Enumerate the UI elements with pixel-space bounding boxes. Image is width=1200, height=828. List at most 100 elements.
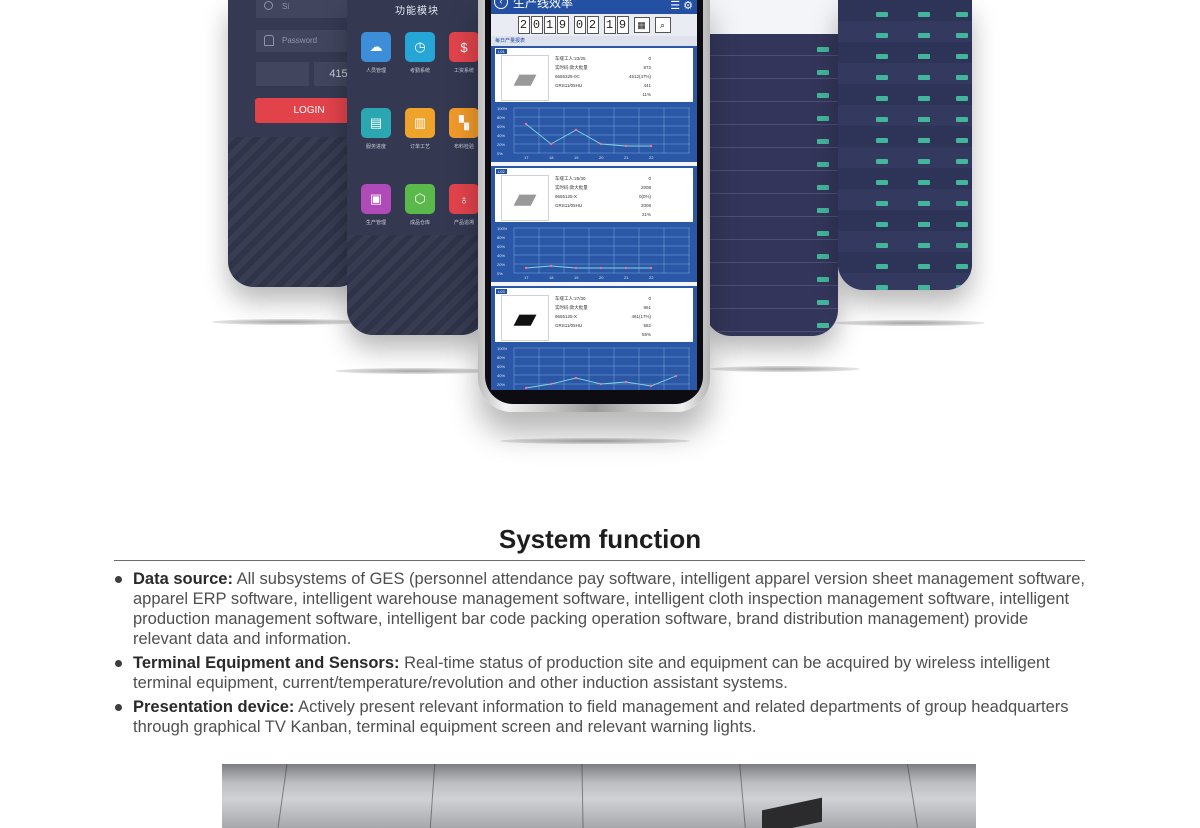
y-tick-label: 100%	[497, 226, 508, 231]
table-row[interactable]	[705, 57, 838, 79]
function-tile-label: 布料检验	[453, 144, 474, 150]
status-badge	[876, 12, 888, 17]
kanban-screen	[762, 797, 822, 828]
screen-header: ‹ 生产线效率 ☰ ⚙	[491, 0, 697, 14]
menu-icon[interactable]: ☰ ⚙	[670, 0, 693, 12]
function-tile[interactable]: ▤	[361, 108, 391, 138]
table-row[interactable]	[838, 189, 972, 211]
status-badge	[876, 222, 888, 227]
function-tile[interactable]: ▥	[405, 108, 435, 138]
date-digit: 2	[517, 16, 530, 34]
table-row[interactable]	[705, 287, 838, 309]
device-shadow	[212, 319, 362, 325]
line-tag: L03	[496, 289, 507, 294]
status-badge	[817, 93, 829, 98]
calendar-icon[interactable]: ▦	[633, 17, 650, 33]
table-row[interactable]	[705, 103, 838, 125]
status-badge	[918, 159, 930, 164]
function-tile[interactable]: ⬡	[405, 184, 435, 214]
x-tick-label: 17	[524, 275, 529, 280]
table-row[interactable]	[838, 42, 972, 64]
search-icon[interactable]: ⌕	[654, 17, 671, 33]
shirt-icon: ♁	[459, 191, 469, 207]
table-row[interactable]	[838, 273, 972, 290]
table-row[interactable]	[838, 0, 972, 22]
cloud-icon: ☁	[369, 39, 383, 54]
device-shadow	[710, 366, 860, 372]
date-digit: 1	[543, 16, 556, 34]
function-tile-label: 人员管理	[365, 68, 386, 74]
captcha-input[interactable]	[256, 62, 309, 86]
line-field: 实时码:款大批量	[555, 185, 588, 190]
password-field[interactable]: Password	[256, 30, 358, 52]
y-tick-label: 60%	[497, 124, 505, 129]
function-tile[interactable]: ▣	[361, 184, 391, 214]
status-badge	[817, 231, 829, 236]
line-field	[555, 210, 621, 219]
table-row[interactable]	[705, 264, 838, 286]
y-tick-label: 0%	[497, 151, 503, 156]
function-tile[interactable]: ▚	[449, 108, 479, 138]
back-icon[interactable]: ‹	[494, 0, 508, 9]
table-row[interactable]	[838, 63, 972, 85]
function-tile[interactable]: ♁	[449, 184, 479, 214]
username-field[interactable]: Si	[256, 0, 358, 18]
line-value: 872	[643, 65, 651, 70]
status-badge	[876, 138, 888, 143]
table-row[interactable]	[838, 252, 972, 274]
list-item: Data source: All subsystems of GES (pers…	[114, 569, 1090, 649]
date-selector[interactable]: 2 0 1 9 0 2 1 9 ▦ ⌕	[491, 14, 697, 36]
keyboard-texture	[228, 137, 363, 287]
function-tile-label: 成品仓库	[409, 220, 430, 226]
line-value: 4512(47%)	[628, 74, 651, 79]
status-badge	[876, 117, 888, 122]
table-row[interactable]	[838, 147, 972, 169]
status-badge	[876, 33, 888, 38]
table-row[interactable]	[838, 231, 972, 253]
y-tick-label: 20%	[497, 262, 505, 267]
login-button[interactable]: LOGIN	[255, 98, 363, 123]
table-row[interactable]	[705, 149, 838, 171]
status-badge	[817, 162, 829, 167]
table-row[interactable]	[838, 21, 972, 43]
line-value: 2008	[640, 185, 651, 190]
table-row[interactable]	[705, 172, 838, 194]
table-row[interactable]	[705, 34, 838, 56]
trend-point	[549, 142, 553, 146]
table-row[interactable]	[705, 195, 838, 217]
factory-photo	[222, 764, 976, 828]
table-row[interactable]	[705, 80, 838, 102]
table-row[interactable]	[838, 84, 972, 106]
line-value: 441	[643, 83, 651, 88]
function-tile[interactable]: ◷	[405, 32, 435, 62]
table-row[interactable]	[838, 105, 972, 127]
line-value: 461(17%)	[631, 314, 651, 319]
trend-point	[599, 266, 603, 270]
date-digit: 2	[586, 16, 599, 34]
list-item: Presentation device: Actively present re…	[114, 697, 1090, 737]
table-row[interactable]	[705, 241, 838, 263]
trend-point	[649, 266, 653, 270]
table-row[interactable]	[705, 126, 838, 148]
date-digit: 9	[556, 16, 569, 34]
trend-point	[624, 144, 628, 148]
table-row[interactable]	[838, 168, 972, 190]
bullet-text: Actively present relevant information to…	[133, 698, 1069, 736]
function-tile[interactable]: $	[449, 32, 479, 62]
status-badge	[918, 75, 930, 80]
y-tick-label: 60%	[497, 364, 505, 369]
efficiency-screen: ‹ 生产线效率 ☰ ⚙ 2 0 1 9 0 2 1 9 ▦ ⌕	[491, 0, 697, 390]
box-icon: ⬡	[414, 191, 426, 206]
table-row[interactable]	[705, 218, 838, 240]
table-row[interactable]	[838, 210, 972, 232]
table-row[interactable]	[705, 310, 838, 332]
table-row[interactable]	[838, 126, 972, 148]
line-field: GRS11/05HU	[555, 323, 583, 328]
function-tile[interactable]: ☁	[361, 32, 391, 62]
trend-point	[599, 382, 603, 386]
line-field	[555, 90, 621, 99]
